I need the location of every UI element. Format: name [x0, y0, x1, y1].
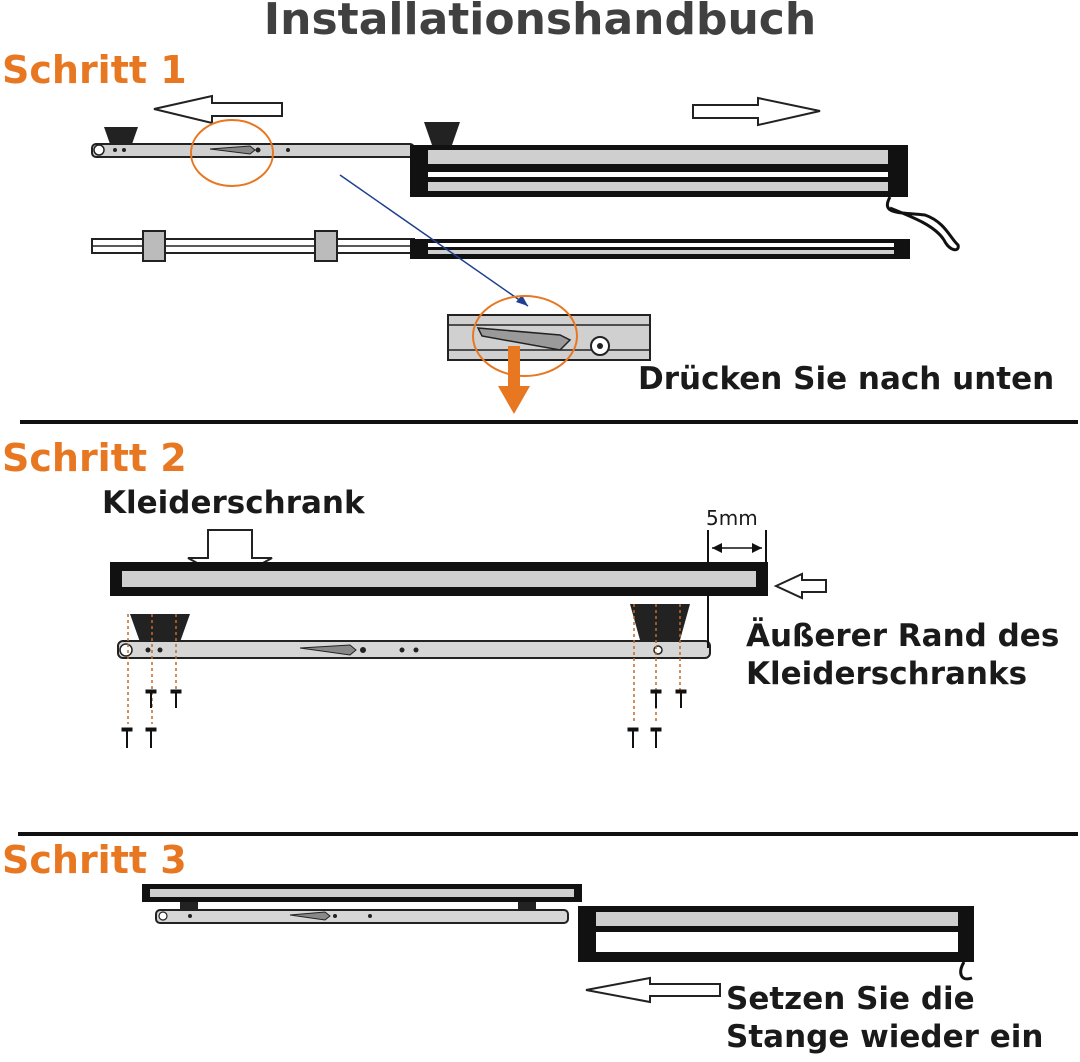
outer-edge-label-line2: Kleiderschranks: [746, 656, 1028, 692]
gap-5mm-label: 5mm: [706, 506, 758, 530]
big-rail-step3: [578, 906, 974, 962]
latch-detail-zoom: [447, 314, 651, 361]
insert-left-arrow-icon: [585, 976, 721, 1004]
rail-assembly-lower: [91, 230, 910, 262]
step-1-label: Schritt 1: [2, 48, 187, 92]
mount-bracket-step2-left: [130, 614, 190, 642]
mount-bracket-step2-right: [630, 604, 690, 640]
slide-rod-step2: [117, 640, 711, 659]
slide-rod-upper: [91, 143, 415, 158]
press-down-arrow-icon: [498, 346, 530, 414]
right-arrow-icon: [692, 96, 821, 127]
mount-bracket-right: [424, 122, 460, 145]
screw-icon: [650, 727, 662, 748]
screw-icon: [145, 689, 157, 708]
slide-rod-step3: [155, 909, 569, 924]
mount-bracket-step3-right: [518, 902, 536, 910]
detail-pointer-line: [339, 174, 529, 307]
screws: [121, 689, 687, 748]
page-title: Installationshandbuch: [263, 0, 817, 45]
pull-cord-step3: [959, 961, 973, 981]
step-3-caption-line1: Setzen Sie die: [726, 981, 975, 1017]
highlight-circle-2: [472, 295, 578, 377]
screw-icon: [170, 689, 182, 708]
mount-bracket-left: [104, 127, 138, 144]
step-3-label: Schritt 3: [2, 838, 187, 882]
step-3-caption-line2: Stange wieder ein: [726, 1019, 1044, 1055]
edge-pointer-arrow-icon: [773, 572, 827, 600]
screw-icon: [121, 727, 133, 748]
wardrobe-panel: [110, 562, 768, 596]
gap-5mm-dimension: [707, 530, 767, 562]
outer-edge-label-line1: Äußerer Rand des: [746, 618, 1060, 654]
highlight-circle-1: [190, 119, 274, 187]
big-rail-upper: [410, 145, 908, 197]
screw-icon: [650, 689, 662, 708]
step-2-label: Schritt 2: [2, 436, 187, 480]
screw-icon: [675, 689, 687, 708]
wardrobe-label: Kleiderschrank: [102, 485, 365, 521]
pull-cord: [886, 196, 960, 252]
step-1-caption: Drücken Sie nach unten: [638, 361, 1055, 397]
screw-icon: [145, 727, 157, 748]
screw-icon: [627, 727, 639, 748]
mount-bracket-step3-left: [180, 902, 198, 910]
wardrobe-panel-step3: [142, 884, 582, 902]
screw-guides: [127, 604, 681, 724]
left-arrow-icon: [153, 94, 283, 125]
